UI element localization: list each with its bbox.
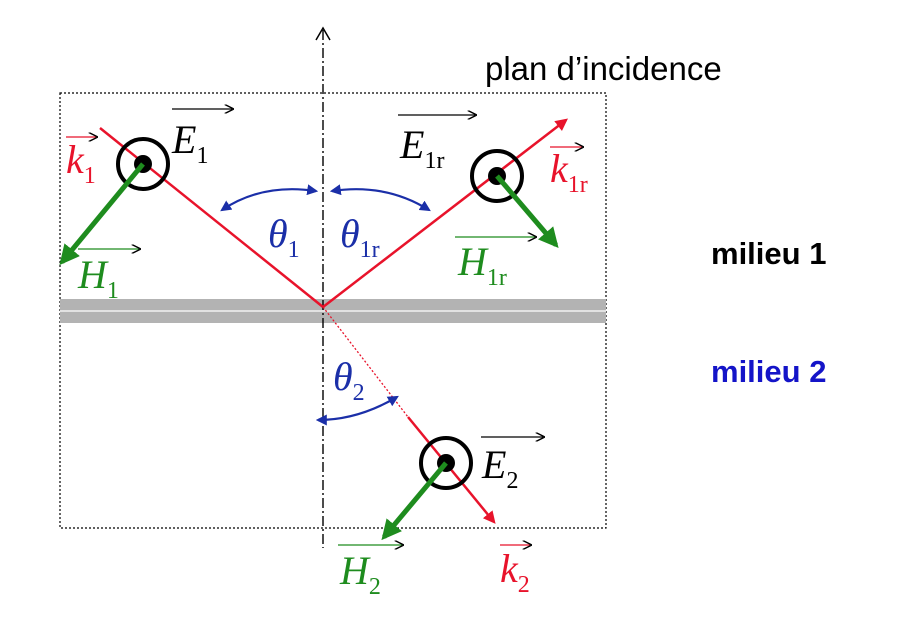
h1r-label: H1r [457,239,507,291]
incident-ray [99,127,324,308]
normal-axis-arrowhead [315,26,331,41]
e2-label: E2 [481,442,518,494]
theta1-label: θ1 [268,211,300,263]
theta2-label: θ2 [333,354,365,406]
plane-label: plan d’incidence [485,50,722,87]
h2-vector [381,461,448,541]
reflected-ray [322,118,568,308]
k2-label: k2 [500,546,530,598]
h1r-vector [495,174,559,249]
medium-1-label: milieu 1 [711,236,826,271]
medium-2-label: milieu 2 [711,354,826,389]
theta2-arc [315,395,399,426]
theta1r-arc [329,184,431,212]
e1r-label: E1r [399,122,444,174]
theta1-arc [220,184,319,212]
k1-label: k1 [66,137,96,189]
transmitted-ray-dotted [322,306,409,418]
k1r-label: k1r [550,146,588,198]
h1-vector [59,162,145,266]
h1-label: H1 [77,252,119,304]
e1-label: E1 [171,117,208,169]
theta1r-label: θ1r [340,211,380,263]
h2-label: H2 [339,548,381,600]
